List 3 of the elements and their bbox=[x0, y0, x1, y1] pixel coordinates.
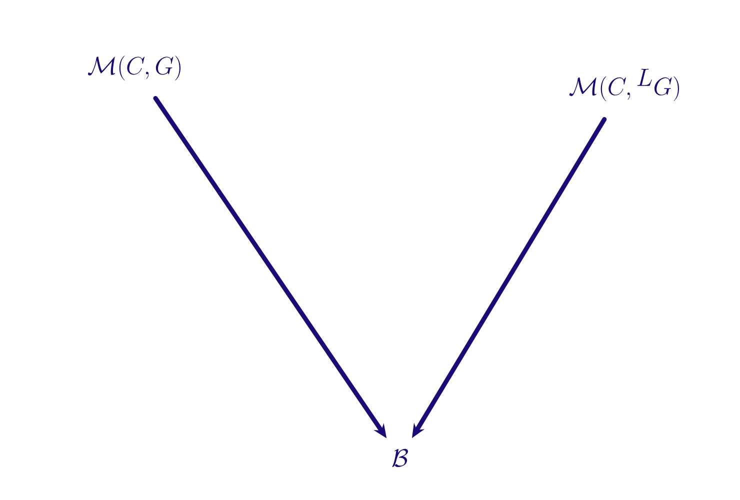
math-label: $\mathcal{M}(C,{}^{L}G)$ bbox=[569, 68, 679, 102]
math-label: $\mathcal{B}$ bbox=[392, 448, 408, 468]
math-label: $\mathcal{M}(C,G)$ bbox=[88, 56, 180, 80]
